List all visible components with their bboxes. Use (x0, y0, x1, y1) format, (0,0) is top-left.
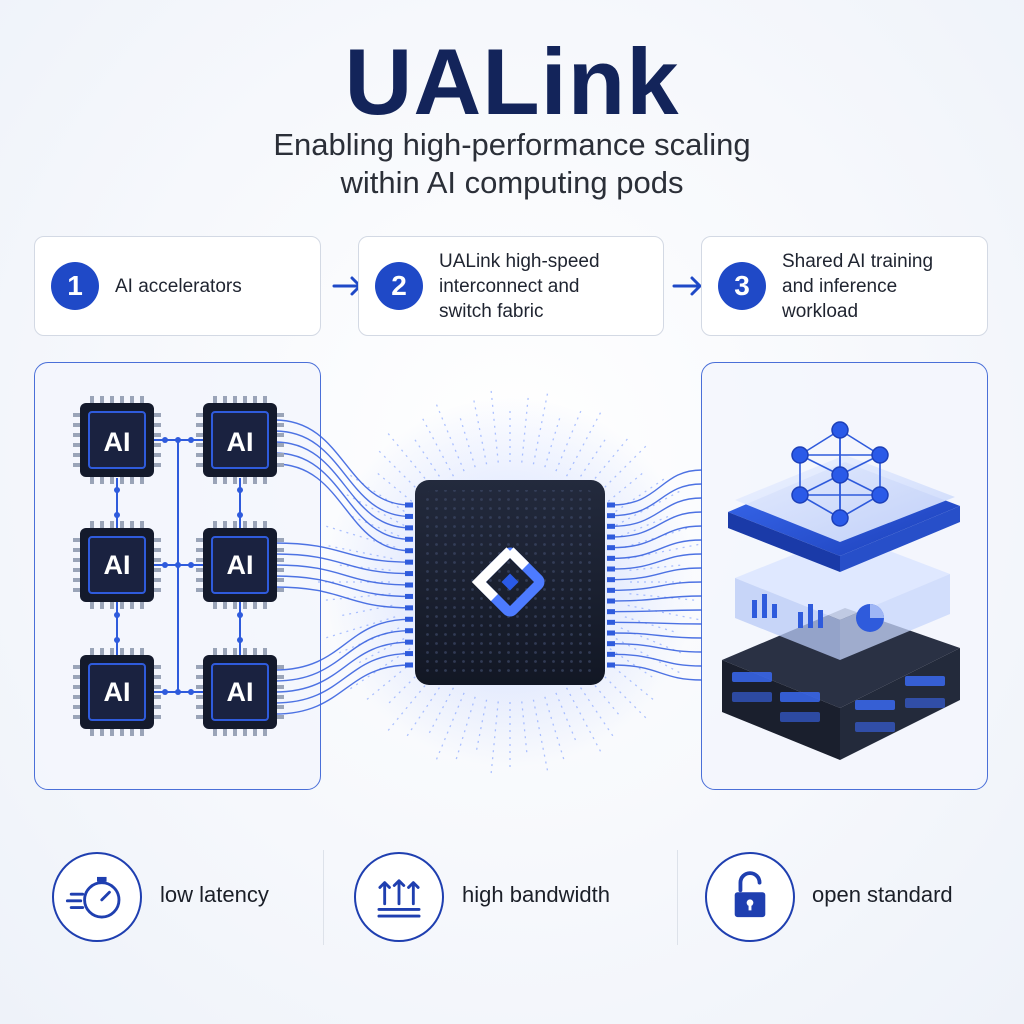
unlocked-padlock-icon (705, 852, 795, 942)
stopwatch-icon (52, 852, 142, 942)
step-1-box: 1 AI accelerators (34, 236, 321, 336)
feature-divider (323, 850, 324, 945)
server-rack-lights (732, 672, 945, 732)
arrow-right-icon (672, 276, 702, 296)
workload-stack (722, 455, 960, 760)
ai-chip (73, 396, 161, 484)
step-1-text: AI accelerators (115, 275, 242, 297)
upload-arrows-icon (354, 852, 444, 942)
feature-divider (677, 850, 678, 945)
ai-chip (196, 396, 284, 484)
chip-label: AI (103, 427, 131, 457)
step-3-text: Shared AI training and inference workloa… (782, 250, 934, 322)
ai-chip (73, 648, 161, 736)
chip-links (114, 437, 243, 695)
chip-label: AI (226, 550, 254, 580)
chip-label: AI (226, 427, 254, 457)
fabric-wires (274, 419, 703, 715)
step-3-box: 3 Shared AI training and inference workl… (701, 236, 988, 336)
ualink-logo-icon (471, 547, 545, 617)
page-title: UALink (344, 29, 680, 134)
step-3-number: 3 (718, 262, 766, 310)
feature-low-latency-label: low latency (160, 882, 269, 907)
subtitle-line-2: within AI computing pods (340, 165, 684, 200)
chip-label: AI (103, 677, 131, 707)
step-2-text: UALink high-speed interconnect and switc… (439, 250, 600, 322)
ai-chip (73, 521, 161, 609)
ualink-switch (415, 480, 605, 685)
chip-label: AI (226, 677, 254, 707)
ai-chip (196, 521, 284, 609)
step-1-number: 1 (51, 262, 99, 310)
accelerator-chips (73, 396, 284, 736)
analytics-bars-icon (752, 594, 823, 628)
page-subtitle: Enabling high-performance scaling within… (0, 126, 1024, 202)
feature-open-standard-label: open standard (812, 882, 953, 907)
neural-network-icon (791, 421, 889, 527)
subtitle-line-1: Enabling high-performance scaling (273, 127, 751, 162)
step-2-box: 2 UALink high-speed interconnect and swi… (358, 236, 664, 336)
ai-chip (196, 648, 284, 736)
chip-label: AI (103, 550, 131, 580)
step-2-number: 2 (375, 262, 423, 310)
feature-high-bandwidth-label: high bandwidth (462, 882, 611, 907)
